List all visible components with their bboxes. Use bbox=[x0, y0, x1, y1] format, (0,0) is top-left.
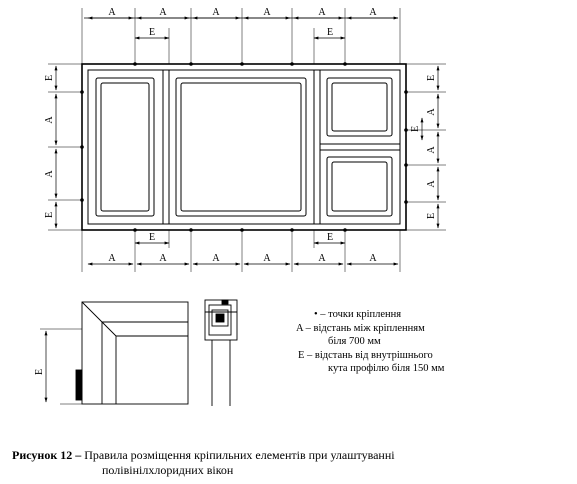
dim-e-right-1: E bbox=[426, 75, 437, 81]
figure-caption: Рисунок 12 – Правила розміщення кріпильн… bbox=[12, 448, 572, 478]
dim-e-left-2: E bbox=[44, 212, 55, 218]
caption-text-2: полівінілхлоридних вікон bbox=[102, 463, 234, 477]
legend-a-definition: A – відстань між кріпленням bbox=[296, 322, 425, 334]
dim-e-top-1: E bbox=[149, 27, 155, 38]
dim-e-bottom-1: E bbox=[149, 232, 155, 243]
dim-a-top-3: A bbox=[212, 7, 220, 18]
profile-section bbox=[204, 299, 238, 406]
corner-bracket bbox=[75, 369, 83, 401]
dim-a-bottom-3: A bbox=[212, 253, 220, 264]
dim-a-top-1: A bbox=[108, 7, 116, 18]
caption-text: Правила розміщення кріпильних елементів … bbox=[84, 448, 395, 462]
pane-bottom-right bbox=[326, 156, 393, 217]
dim-e-left-1: E bbox=[44, 75, 55, 81]
pane-top-right bbox=[326, 77, 393, 137]
extension-lines bbox=[48, 8, 446, 272]
legend-e-value: кута профілю біля 150 мм bbox=[328, 363, 445, 374]
dim-a-top-2: A bbox=[159, 7, 167, 18]
glazing-panes bbox=[95, 77, 393, 217]
dim-a-left-1: A bbox=[44, 116, 55, 124]
legend-a-value: біля 700 мм bbox=[328, 336, 381, 347]
dim-a-right-2: A bbox=[426, 146, 437, 154]
legend-e-definition: E – відстань від внутрішнього bbox=[298, 349, 433, 361]
legend-fastening-points: • – точки кріплення bbox=[314, 309, 402, 320]
pane-left bbox=[95, 77, 155, 217]
dim-e-bottom-2: E bbox=[327, 232, 333, 243]
pane-center bbox=[175, 77, 307, 217]
dim-a-bottom-6: A bbox=[369, 253, 377, 264]
fastening-points bbox=[80, 62, 408, 232]
dim-a-top-4: A bbox=[263, 7, 271, 18]
dim-a-bottom-2: A bbox=[159, 253, 167, 264]
dim-e-corner: E bbox=[34, 369, 45, 375]
dim-e-top-2: E bbox=[327, 27, 333, 38]
legend: • – точки кріплення A – відстань між крі… bbox=[296, 308, 444, 376]
dim-e-right-2: E bbox=[410, 126, 421, 132]
dim-a-top-6: A bbox=[369, 7, 377, 18]
dim-a-top-5: A bbox=[318, 7, 326, 18]
dim-a-bottom-5: A bbox=[318, 253, 326, 264]
dim-a-bottom-4: A bbox=[263, 253, 271, 264]
dimension-labels: A A A A A A E E E E A A A A A A E A A E … bbox=[44, 7, 437, 264]
dim-e-right-3: E bbox=[426, 213, 437, 219]
dim-a-bottom-1: A bbox=[108, 253, 116, 264]
dim-a-right-1: A bbox=[426, 108, 437, 116]
dimension-lines bbox=[54, 16, 440, 266]
dim-a-left-2: A bbox=[44, 170, 55, 178]
corner-detail bbox=[40, 301, 189, 405]
caption-label: Рисунок 12 – bbox=[12, 448, 82, 462]
window-frame bbox=[81, 63, 407, 231]
dim-a-right-3: A bbox=[426, 180, 437, 188]
